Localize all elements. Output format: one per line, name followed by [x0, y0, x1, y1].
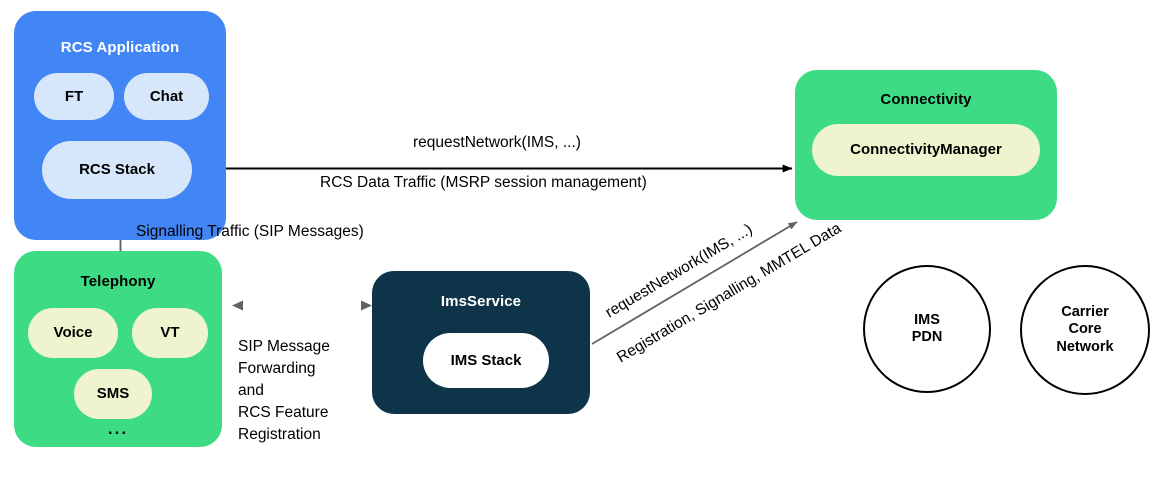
arrowhead-imsservice-inbound: [361, 300, 372, 311]
arrowhead-telephony-inbound: [232, 300, 243, 311]
pill-sms[interactable]: SMS: [74, 369, 152, 419]
pill-ims-stack[interactable]: IMS Stack: [423, 333, 549, 388]
node-telephony[interactable]: Telephony Voice VT SMS ...: [14, 251, 222, 447]
connectivity-title: Connectivity: [880, 91, 972, 108]
node-connectivity[interactable]: Connectivity ConnectivityManager: [795, 70, 1057, 220]
node-ims-service[interactable]: ImsService IMS Stack: [372, 271, 590, 414]
label-request-network-ims: requestNetwork(IMS, ...): [602, 220, 756, 322]
pill-vt[interactable]: VT: [132, 308, 208, 358]
node-ims-pdn[interactable]: IMS PDN: [863, 265, 991, 393]
label-sip-message-forwarding: SIP Message Forwarding and RCS Feature R…: [238, 338, 330, 443]
pill-rcs-stack[interactable]: RCS Stack: [42, 141, 192, 199]
ims-service-title: ImsService: [440, 293, 522, 310]
label-signalling-traffic: Signalling Traffic (SIP Messages): [136, 223, 364, 240]
pill-voice[interactable]: Voice: [28, 308, 118, 358]
telephony-more-indicator: ...: [107, 419, 129, 438]
node-rcs-application[interactable]: RCS Application FT Chat RCS Stack: [14, 11, 226, 240]
label-request-network-rcs: requestNetwork(IMS, ...): [413, 134, 581, 151]
pill-chat[interactable]: Chat: [124, 73, 209, 120]
rcs-application-title: RCS Application: [60, 39, 180, 56]
pill-connectivity-manager[interactable]: ConnectivityManager: [812, 124, 1040, 176]
pill-ft[interactable]: FT: [34, 73, 114, 120]
node-carrier-core-network[interactable]: Carrier Core Network: [1020, 265, 1150, 395]
telephony-title: Telephony: [80, 273, 156, 290]
label-rcs-data-traffic: RCS Data Traffic (MSRP session managemen…: [320, 174, 647, 191]
